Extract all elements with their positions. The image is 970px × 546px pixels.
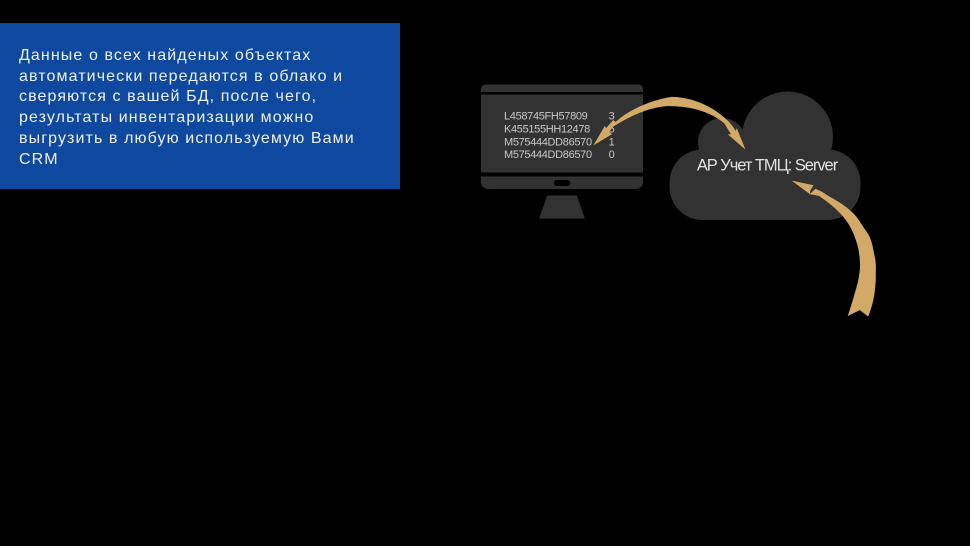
svg-text:M575444DD86570: M575444DD86570: [504, 136, 592, 148]
svg-text:3: 3: [609, 111, 615, 123]
svg-text:0: 0: [609, 149, 615, 161]
svg-text:L458745FH57809: L458745FH57809: [504, 111, 588, 123]
svg-text:1: 1: [609, 136, 615, 148]
svg-text:АР Учет ТМЦ: Server: АР Учет ТМЦ: Server: [697, 157, 839, 175]
svg-text:5: 5: [609, 124, 615, 136]
svg-text:M575444DD86570: M575444DD86570: [504, 149, 592, 161]
svg-text:K455155HH12478: K455155HH12478: [504, 124, 590, 136]
